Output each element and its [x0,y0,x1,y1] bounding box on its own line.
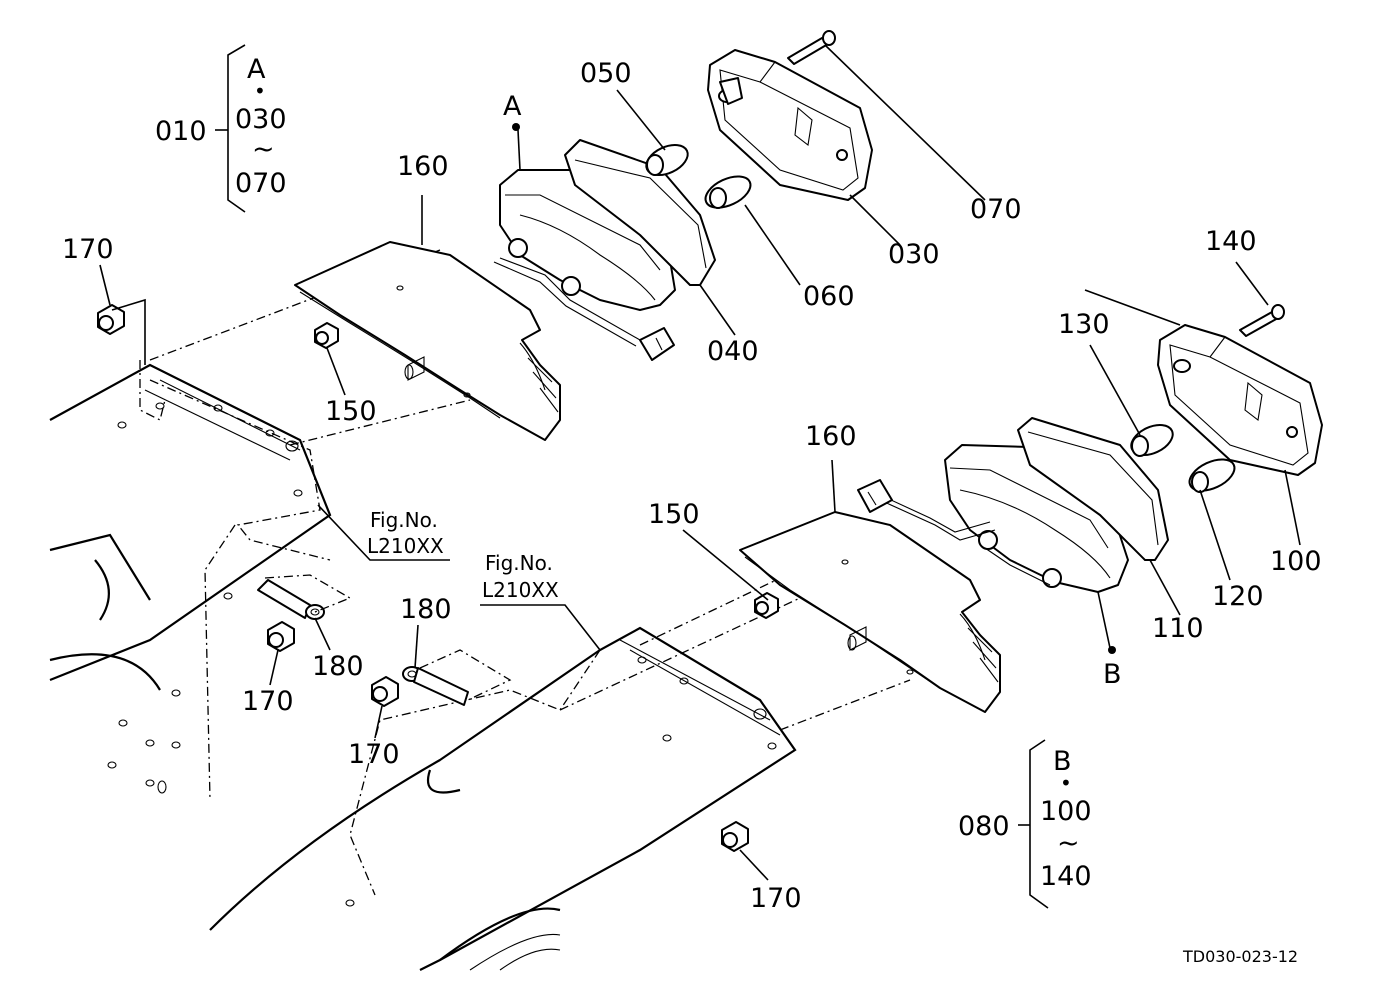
upper-lamp-assembly [294,30,873,441]
fig-ref-1-code: L210XX [367,534,444,558]
fig-ref-2-code: L210XX [482,578,559,602]
label-040: 040 [707,336,759,367]
label-170-bottom: 170 [750,883,802,914]
label-110: 110 [1152,613,1204,644]
lower-housing [1157,324,1323,476]
label-130: 130 [1058,309,1110,340]
label-050: 050 [580,58,632,89]
point-a-dot [512,123,520,131]
lower-lamp-assembly [739,304,1323,713]
plate-180-left [257,574,352,620]
fender-holes [107,402,777,907]
group-a-tilde: ~ [252,134,275,165]
label-150-top: 150 [325,396,377,427]
point-b-dot [1108,646,1116,654]
group-a-end: 070 [235,168,287,199]
label-120: 120 [1212,581,1264,612]
drawing-code: TD030-023-12 [1182,947,1298,966]
label-070: 070 [970,194,1022,225]
plate-180-center [402,649,512,706]
hardware [97,304,779,852]
upper-screw [787,37,829,65]
group-b-marker: B [1053,746,1072,777]
label-180-left: 180 [312,651,364,682]
label-170-mid-left: 170 [242,686,294,717]
nut-170-top-left [97,304,125,335]
nut-150-mid [754,592,779,619]
fender-frame [49,249,911,971]
label-030: 030 [888,239,940,270]
group-b-end: 140 [1040,861,1092,892]
label-170-top-left: 170 [62,234,114,265]
upper-housing [707,49,873,201]
point-a-label: A [503,91,522,122]
nut-150-top [314,322,339,349]
label-160-mid: 160 [805,421,857,452]
label-100: 100 [1270,546,1322,577]
label-080: 080 [958,811,1010,842]
group-a-marker: A [247,54,266,85]
nut-170-bottom [721,821,749,852]
nut-170-mid-center [371,676,399,707]
fig-ref-2-title: Fig.No. [485,551,553,575]
label-180-center: 180 [400,594,452,625]
upper-lamp-cover [294,241,561,441]
group-a-dot: • [254,79,266,103]
label-150-mid: 150 [648,499,700,530]
label-140: 140 [1205,226,1257,257]
label-010: 010 [155,116,207,147]
leader-lines [99,44,1301,909]
group-b-tilde: ~ [1057,828,1080,859]
point-b-label: B [1103,659,1122,690]
upper-gasket [564,139,716,286]
lower-lamp-cover [739,511,1001,713]
fig-ref-1-title: Fig.No. [370,508,438,532]
part-labels: 010 A • 030 ~ 070 050 A 160 070 030 170 … [62,54,1322,966]
nut-170-mid-left [267,621,295,652]
group-b-dot: • [1060,771,1072,795]
lower-gasket [1017,417,1169,561]
label-170-mid-center: 170 [348,739,400,770]
group-a-start: 030 [235,104,287,135]
group-b-start: 100 [1040,796,1092,827]
label-060: 060 [803,281,855,312]
label-160-top: 160 [397,151,449,182]
